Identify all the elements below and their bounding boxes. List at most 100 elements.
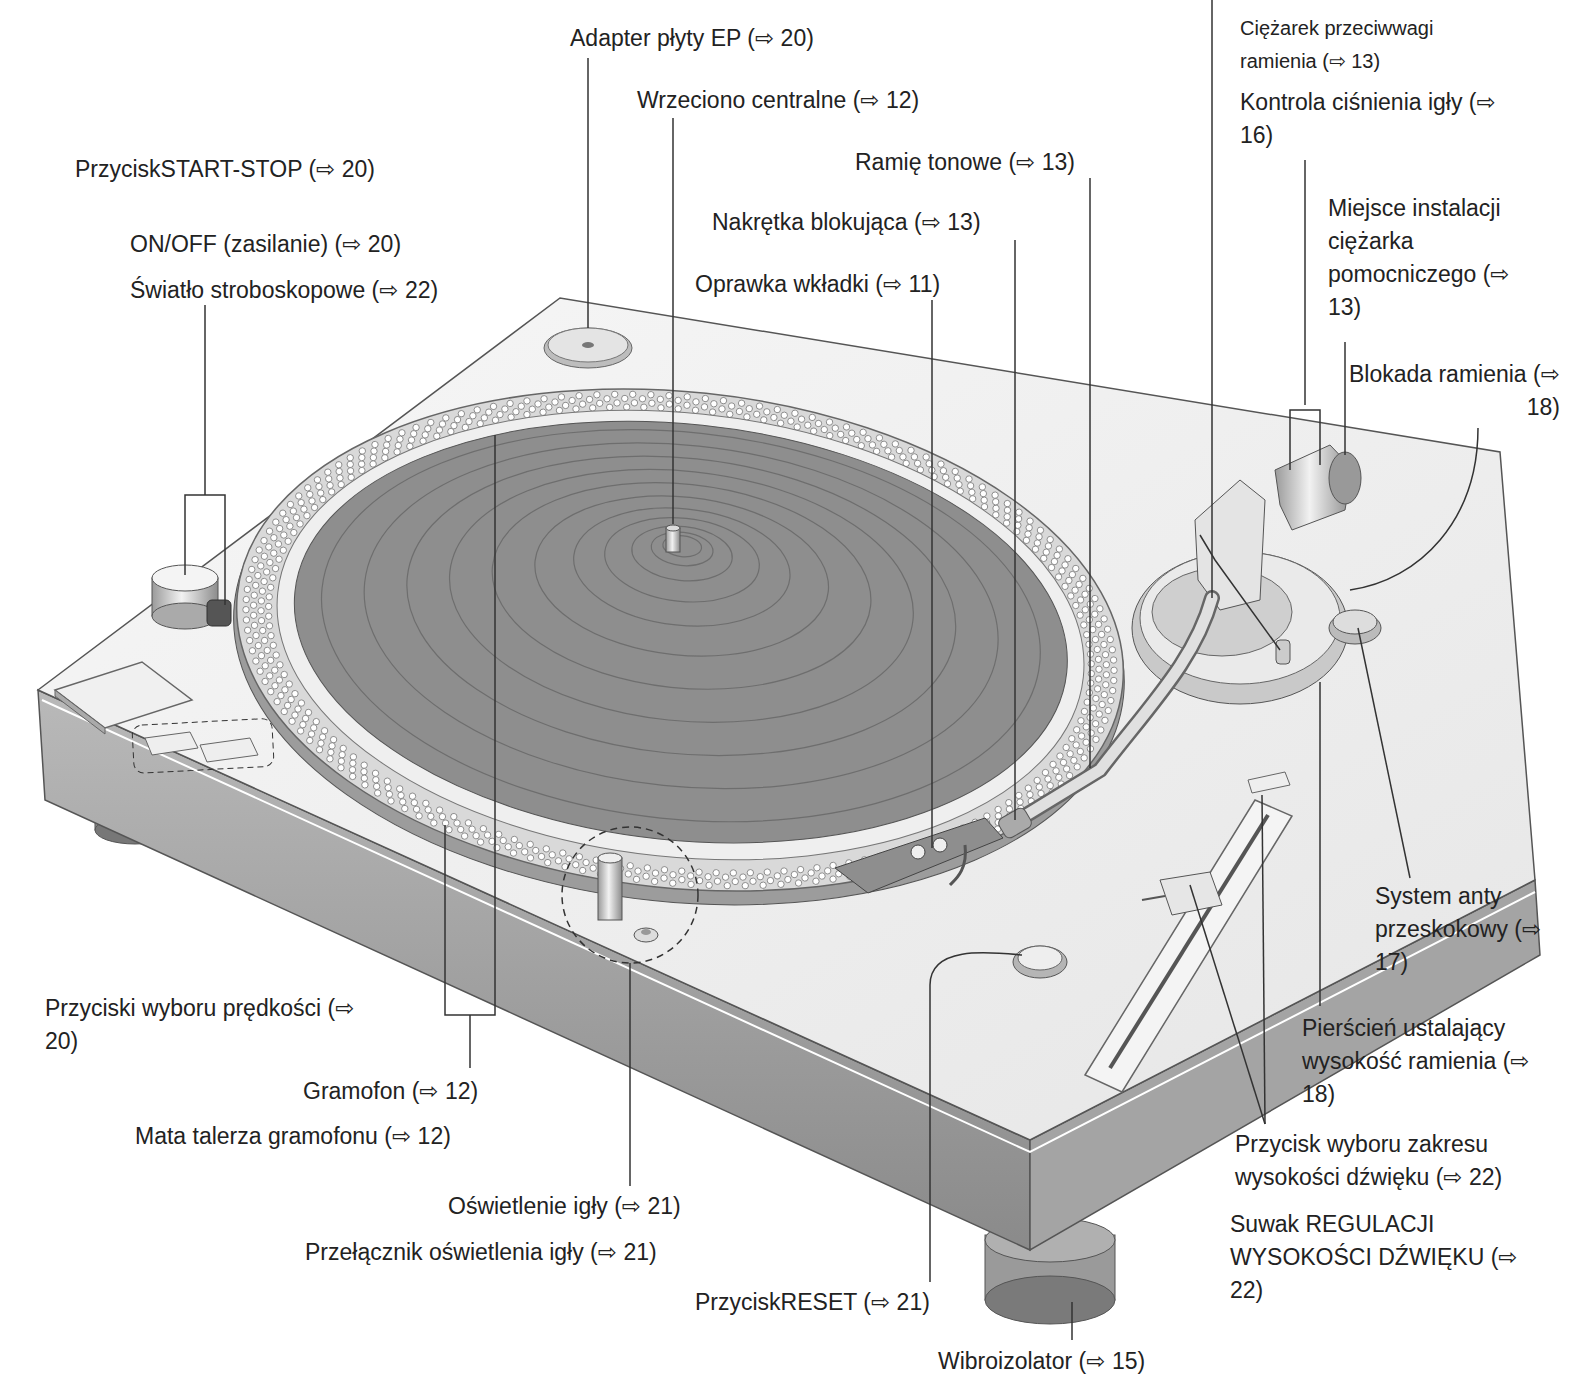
strobe-dots-part	[496, 411, 503, 418]
strobe-dots-part	[295, 492, 302, 499]
part-label: Oprawka wkładki (⇨ 11)	[695, 268, 940, 301]
strobe-dots-part	[425, 806, 432, 813]
strobe-dots-part	[280, 547, 287, 554]
strobe-dots-part	[252, 658, 259, 665]
strobe-dots-part	[634, 868, 641, 875]
needle-light-part	[634, 928, 658, 942]
strobe-dots-part	[286, 523, 293, 530]
leader-lines-part	[629, 963, 631, 1186]
tonearm	[835, 445, 1361, 893]
strobe-dots-part	[315, 483, 322, 490]
strobe-dots-part	[436, 807, 443, 814]
strobe-dots-part	[992, 498, 999, 505]
pitch-slider-part	[1085, 800, 1292, 1092]
strobe-dots-part	[289, 718, 296, 725]
strobe-dots-part	[625, 870, 632, 877]
strobe-dots-part	[705, 873, 712, 880]
strobe-dots-part	[439, 813, 446, 820]
strobe-dots-part	[325, 475, 332, 482]
strobe-dots-part	[631, 399, 638, 406]
strobe-dots-part	[1091, 595, 1098, 602]
strobe-dots-part	[251, 592, 258, 599]
strobe-dots-part	[454, 820, 461, 827]
part-label: PrzyciskRESET (⇨ 21)	[695, 1286, 930, 1319]
part-label: Wrzeciono centralne (⇨ 12)	[637, 84, 919, 117]
platter	[208, 347, 1150, 948]
pitch-slider-part	[1110, 815, 1268, 1068]
strobe-dots-part	[454, 416, 461, 423]
strobe-dots-part	[250, 612, 257, 619]
leader-lines-part	[445, 435, 495, 1015]
strobe-dots-part	[661, 875, 668, 882]
strobe-dots-part	[1095, 676, 1102, 683]
leader-lines-part	[1262, 795, 1265, 1124]
strobe-dots-part	[484, 832, 491, 839]
strobe-dots-part	[244, 586, 251, 593]
strobe-dots-part	[1107, 697, 1114, 704]
strobe-dots-part	[1055, 573, 1062, 580]
strobe-dots-part	[544, 859, 551, 866]
strobe-dots-part	[371, 441, 378, 448]
strobe-dots-part	[1107, 636, 1114, 643]
strobe-dots-part	[621, 395, 628, 402]
strobe-dots-part	[266, 622, 273, 629]
strobe-dots-part	[1045, 542, 1052, 549]
strobe-dots-part	[347, 461, 354, 468]
strobe-dots-part	[286, 681, 293, 688]
strobe-dots-part	[629, 391, 636, 398]
strobe-dots-part	[747, 869, 754, 876]
strobe-dots-part	[1047, 782, 1054, 789]
needle-light-part	[641, 929, 651, 935]
strobe-dots-part	[294, 706, 301, 713]
strobe-dots-part	[427, 813, 434, 820]
strobe-dots-part	[457, 826, 464, 833]
strobe-dots-part	[469, 412, 476, 419]
strobe-dots-part	[1096, 711, 1103, 718]
strobe-dots-part	[262, 662, 269, 669]
strobe-dots-part	[281, 671, 288, 678]
mat-grooves-part	[302, 396, 1060, 856]
ep-adapter-part	[582, 342, 594, 348]
strobe-dots-part	[1083, 739, 1090, 746]
strobe-dots-part	[824, 867, 831, 874]
power-knob-part	[207, 600, 231, 626]
strobe-dots-part	[647, 391, 654, 398]
reset-button	[1013, 946, 1067, 978]
strobe-dots-part	[1085, 641, 1092, 648]
leader-lines-part	[204, 305, 206, 495]
strobe-dots-part	[643, 873, 650, 880]
strobe-dots-part	[899, 453, 906, 460]
strobe-dots-part	[276, 677, 283, 684]
strobe-dots-part	[259, 588, 266, 595]
strobe-dots-part	[692, 398, 699, 405]
strobe-dots-part	[826, 419, 833, 426]
strobe-dots-part	[648, 400, 655, 407]
strobe-dots-part	[511, 836, 518, 843]
strobe-dots-part	[1077, 748, 1084, 755]
strobe-dots-part	[1088, 670, 1095, 677]
strobe-dots-part	[257, 668, 264, 675]
strobe-dots-part	[545, 404, 552, 411]
strobe-dots-part	[551, 399, 558, 406]
strobe-dots-part	[398, 792, 405, 799]
strobe-dots-part	[313, 718, 320, 725]
strobe-dots-part	[795, 880, 802, 887]
tonearm-part	[933, 838, 947, 852]
strobe-dots-part	[501, 406, 508, 413]
strobe-dots-part	[1092, 636, 1099, 643]
strobe-dots-part	[569, 397, 576, 404]
strobe-dots-part	[572, 405, 579, 412]
strobe-dots-part	[458, 410, 465, 417]
tonearm-part	[911, 845, 925, 859]
strobe-dots-part	[319, 496, 326, 503]
strobe-dots-part	[1097, 726, 1104, 733]
strobe-dots-part	[1077, 596, 1084, 603]
strobe-dots-part	[283, 516, 290, 523]
pitch-slider	[1085, 772, 1292, 1092]
strobe-dots-part	[361, 781, 368, 788]
strobe-dots-part	[732, 878, 739, 885]
strobe-dots-part	[1036, 533, 1043, 540]
strobe-dots-part	[640, 404, 647, 411]
strobe-dots-part	[538, 853, 545, 860]
